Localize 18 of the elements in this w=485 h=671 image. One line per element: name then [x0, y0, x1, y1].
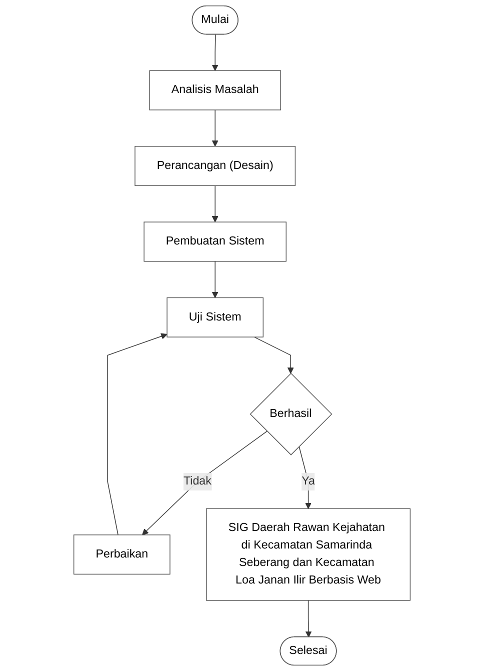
- arrow: [212, 34, 219, 71]
- arrow: [254, 336, 294, 374]
- arrow: [299, 446, 312, 509]
- edge-label: Tidak: [184, 475, 212, 488]
- arrow: [212, 185, 219, 222]
- arrow: [108, 333, 168, 536]
- arrow: [212, 110, 219, 147]
- arrow: [306, 600, 312, 638]
- arrow: [142, 430, 268, 536]
- node-box: Uji Sistem: [167, 297, 264, 338]
- node-box: SIG Daerah Rawan Kejahatan di Kecamatan Samarinda Seberang dan Kecamatan Loa Janan Ilir Berbasis Web: [206, 508, 412, 601]
- arrow: [212, 260, 219, 298]
- edge-label: Ya: [302, 475, 316, 488]
- node-diamond: Berhasil: [250, 372, 333, 456]
- node-box: Pembuatan Sistem: [144, 222, 287, 262]
- node-box: Analisis Masalah: [150, 70, 282, 110]
- node-box: Perancangan (Desain): [135, 146, 296, 186]
- node-box: Perbaikan: [74, 534, 171, 575]
